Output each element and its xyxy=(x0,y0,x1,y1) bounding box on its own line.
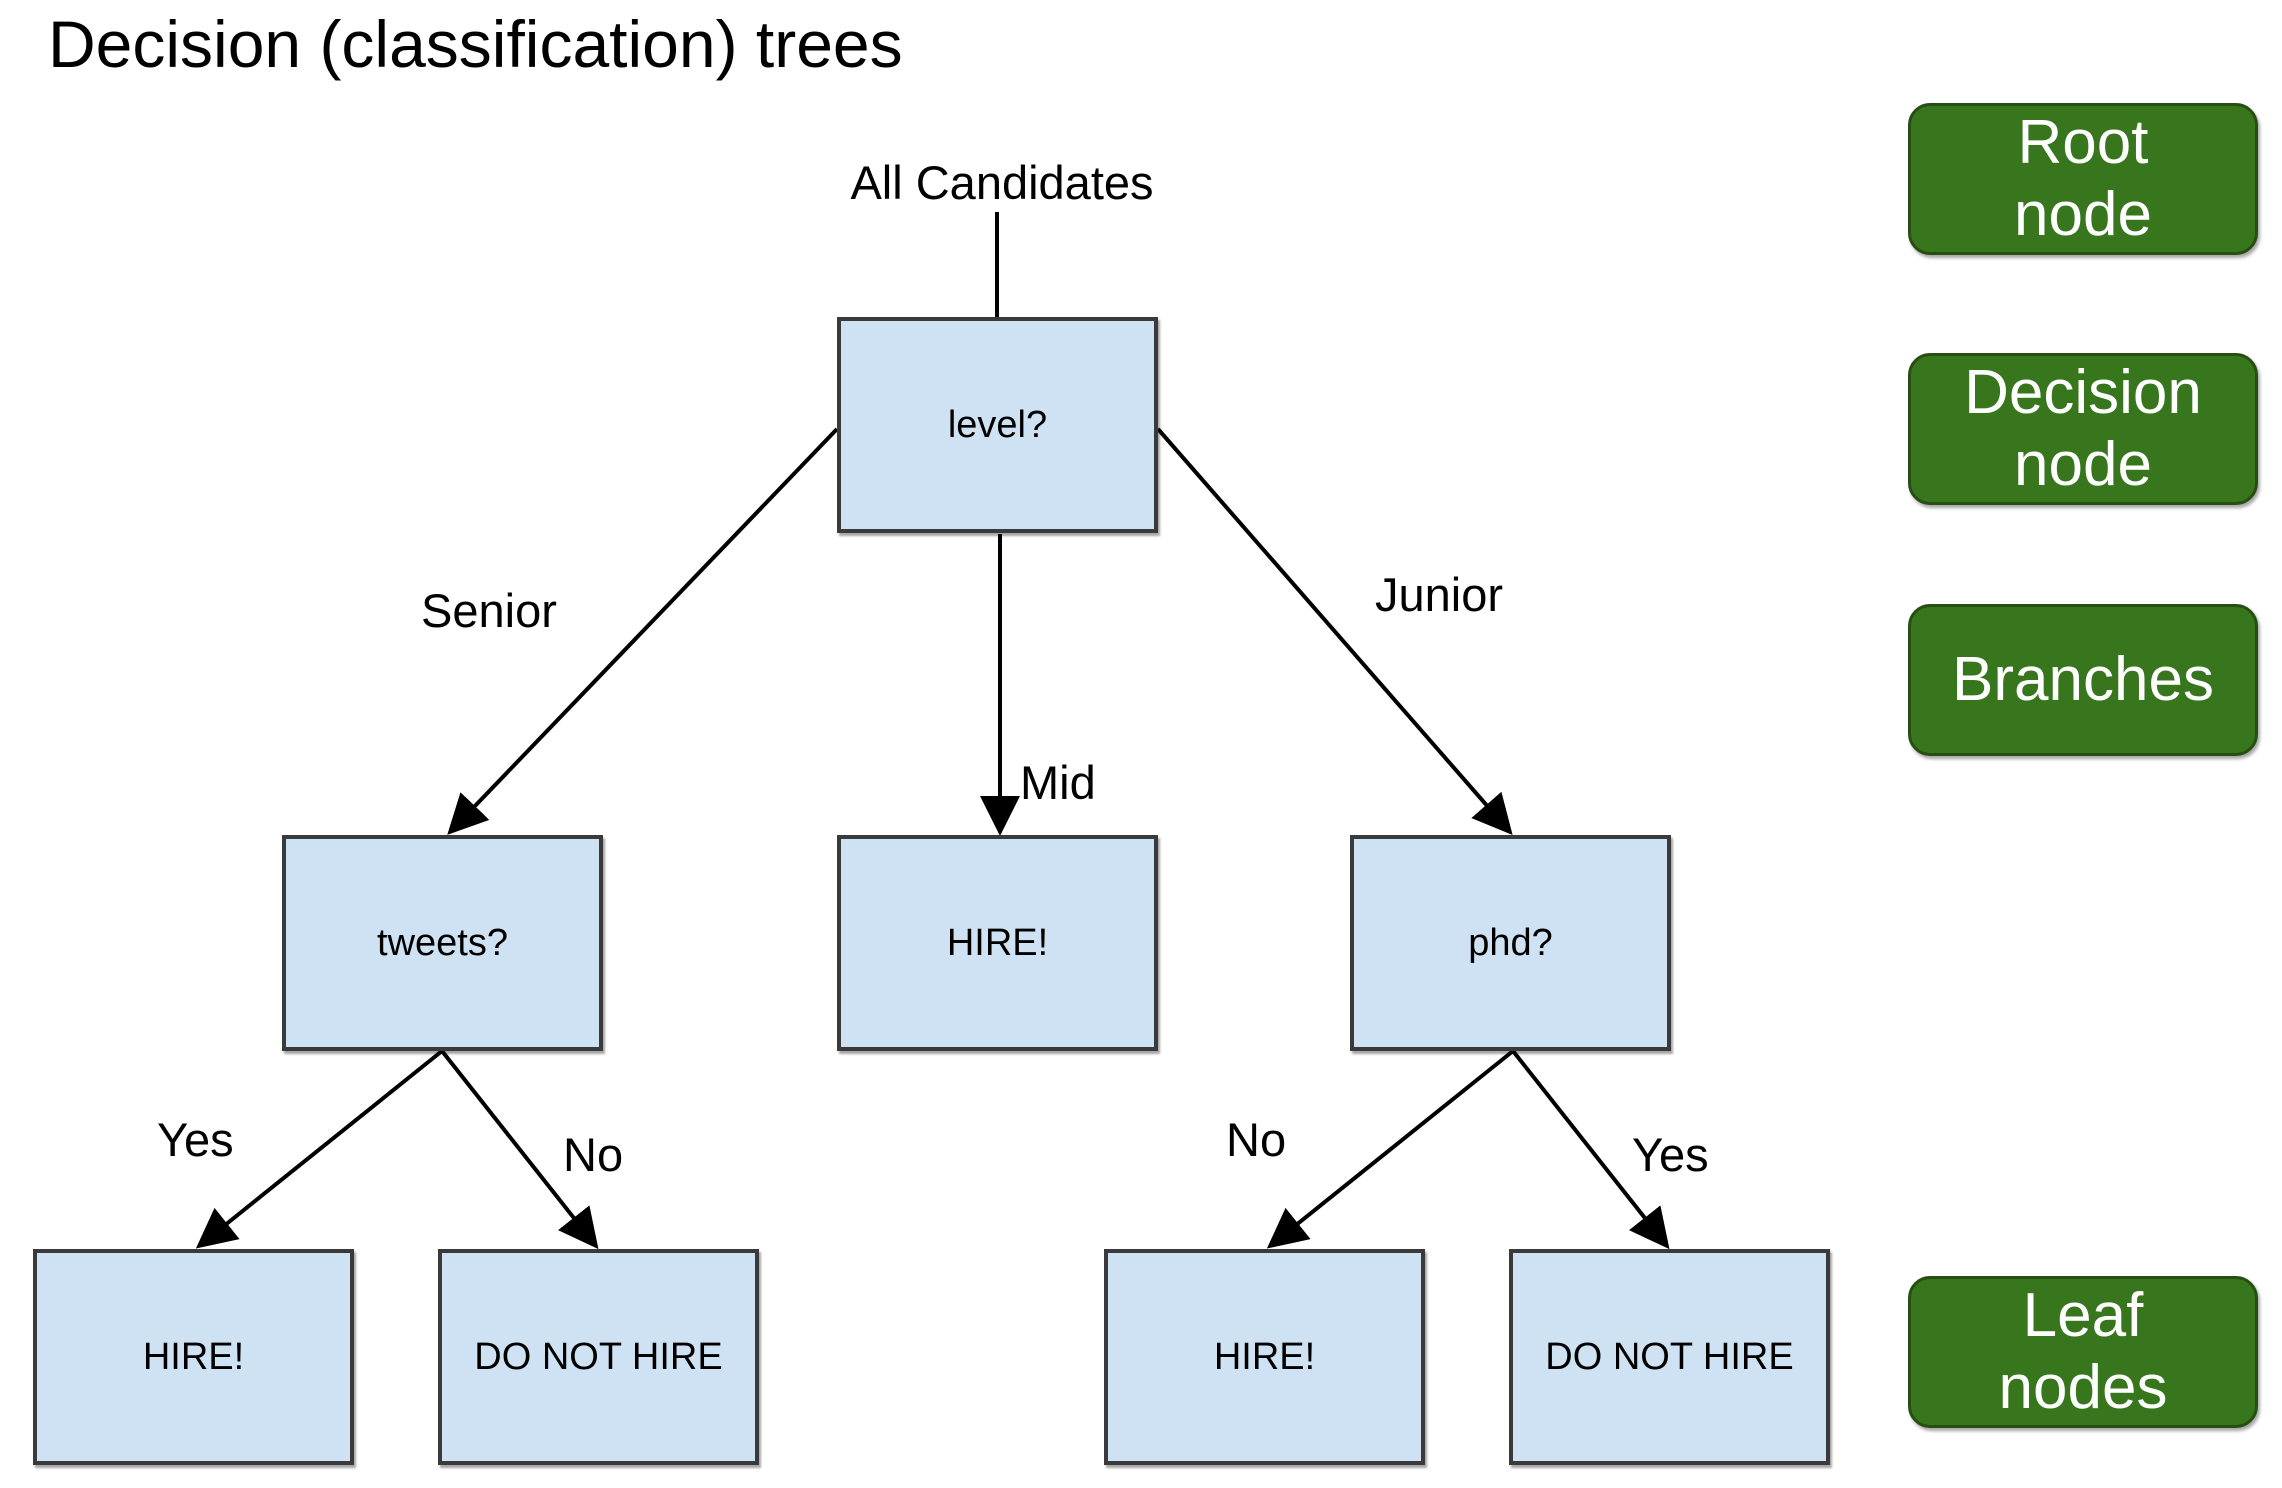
legend-leaf-line-2: nodes xyxy=(1998,1353,2168,1422)
leaf-tweets-yes: HIRE! xyxy=(33,1249,354,1465)
legend-branches: Branches xyxy=(1908,604,2258,756)
edge-label-mid: Mid xyxy=(1020,756,1096,809)
legend-decision-node: Decision node xyxy=(1908,353,2258,505)
legend-branches-line-1: Branches xyxy=(1952,645,2214,714)
legend-leaf-nodes: Leaf nodes xyxy=(1908,1276,2258,1428)
edge-phd-yes xyxy=(1511,1049,1670,1250)
root-label: All Candidates xyxy=(850,156,1154,209)
leaf-phd-yes: DO NOT HIRE xyxy=(1509,1249,1830,1465)
edge-phd-no xyxy=(1266,1049,1515,1249)
legend-decision-line-2: node xyxy=(2014,430,2152,499)
edge-label-phd-no: No xyxy=(1226,1113,1287,1166)
node-mid-hire: HIRE! xyxy=(837,835,1158,1051)
leaf-tweets-no: DO NOT HIRE xyxy=(438,1249,759,1465)
legend-decision-line-1: Decision xyxy=(1964,358,2202,427)
legend-root-line-1: Root xyxy=(2017,108,2149,177)
edge-tweets-no xyxy=(440,1049,599,1250)
node-level: level? xyxy=(837,317,1158,533)
edge-label-senior: Senior xyxy=(421,584,557,637)
edge-label-phd-yes: Yes xyxy=(1632,1128,1709,1181)
edge-label-junior: Junior xyxy=(1375,568,1504,621)
node-tweets: tweets? xyxy=(282,835,603,1051)
slide-title: Decision (classification) trees xyxy=(48,7,903,81)
legend-root-node: Root node xyxy=(1908,103,2258,255)
edge-label-tweets-yes: Yes xyxy=(157,1113,234,1166)
leaf-phd-no: HIRE! xyxy=(1104,1249,1425,1465)
legend-root-line-2: node xyxy=(2014,180,2152,249)
edge-senior xyxy=(447,427,839,835)
node-phd: phd? xyxy=(1350,835,1671,1051)
edge-junior xyxy=(1156,427,1513,836)
edge-tweets-yes xyxy=(195,1049,444,1249)
legend-leaf-line-1: Leaf xyxy=(2022,1281,2144,1350)
edge-label-tweets-no: No xyxy=(563,1128,624,1181)
